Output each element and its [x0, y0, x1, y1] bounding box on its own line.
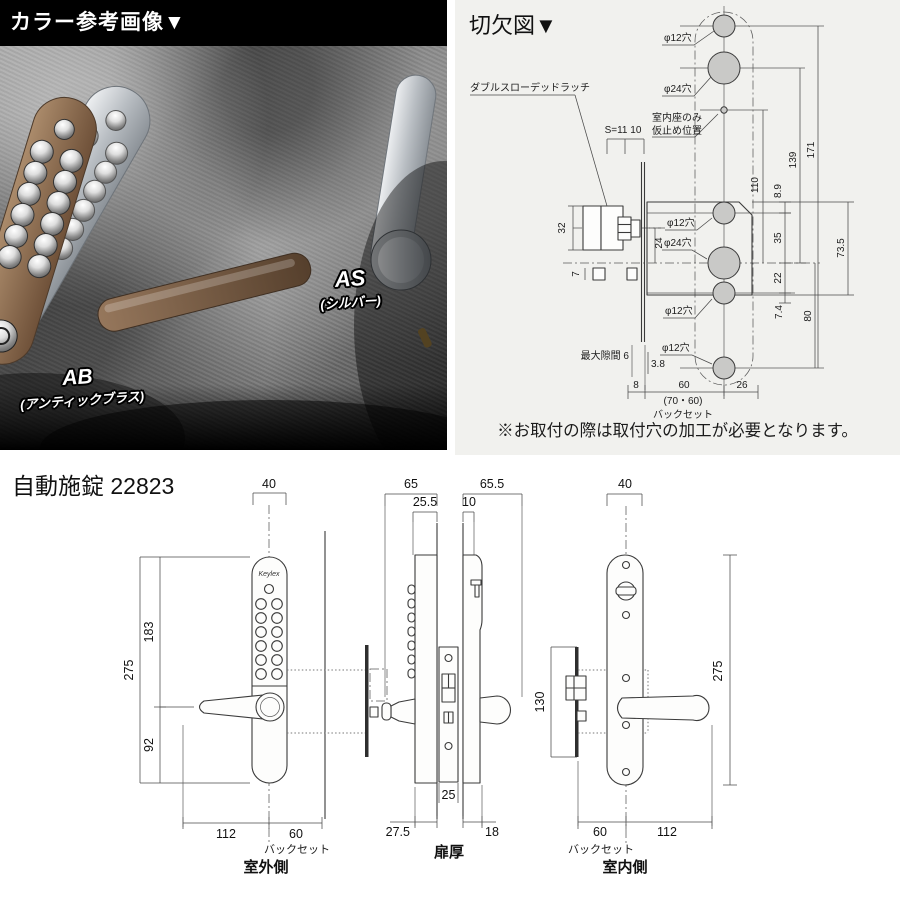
bronze-lever	[97, 252, 312, 332]
mounting-holes	[707, 14, 741, 380]
dim-26: 26	[736, 380, 748, 391]
door-edge	[631, 162, 646, 390]
temp-position-line2: 仮止め位置	[652, 124, 702, 137]
cutout-centerlines	[563, 6, 824, 396]
thk-dim-130: 130	[533, 692, 547, 713]
keylex-logo: Keylex	[258, 571, 280, 578]
color-reference-banner: カラー参考画像▼	[0, 0, 447, 46]
dim-35: 35	[773, 232, 784, 244]
latch-faceplate-front	[438, 646, 459, 783]
interior-lever-side	[479, 695, 511, 725]
thk-dim-65-5: 65.5	[480, 477, 504, 491]
dim-110: 110	[750, 177, 761, 193]
int-dim-40: 40	[618, 477, 632, 491]
cutout-diagram: ダブルスローデッドラッチ S=11 10 室内座のみ 仮止め位置 φ12穴 φ2…	[470, 6, 854, 421]
ext-dim-183: 183	[142, 622, 156, 643]
dim-8: 8	[633, 380, 639, 391]
dim-24: 24	[654, 237, 665, 249]
hole12-mid-label: φ12穴	[667, 216, 695, 229]
hole12-top-label: φ12穴	[664, 31, 692, 44]
dim-171: 171	[806, 141, 817, 158]
dim-32: 32	[557, 222, 568, 234]
dim-7-4: 7.4	[774, 305, 785, 319]
leader-lines	[470, 30, 719, 365]
ext-dim-40: 40	[262, 477, 276, 491]
plate-footprint-outline	[694, 11, 754, 386]
ext-dim-275: 275	[122, 660, 136, 681]
thk-dim-18: 18	[485, 825, 499, 839]
hole12-low-label: φ12穴	[665, 304, 693, 317]
thk-dim-25-5: 25.5	[413, 495, 437, 509]
backset-label: バックセット	[653, 409, 713, 421]
thickness-view: 65 65.5 25.5 10 25 27.5 18 130 扉厚	[381, 477, 577, 861]
interior-latch-detail	[565, 675, 587, 722]
int-backset-label: バックセット	[568, 843, 634, 856]
ext-dim-60: 60	[289, 827, 303, 841]
cutout-title: 切欠図▼	[469, 13, 557, 38]
interior-case-side	[462, 554, 483, 784]
int-dim-60: 60	[593, 825, 607, 839]
dim-139: 139	[788, 151, 799, 168]
hole24-mid-label: φ24穴	[664, 236, 692, 249]
latch-callout: ダブルスローデッドラッチ	[470, 81, 590, 94]
dim-7: 7	[571, 271, 582, 277]
dimension-lines	[568, 26, 854, 399]
dim-8-9: 8.9	[773, 184, 784, 198]
exterior-lever	[198, 694, 264, 720]
thk-dim-65: 65	[404, 477, 418, 491]
int-dim-112: 112	[657, 825, 677, 839]
temp-position-line1: 室内座のみ	[652, 111, 702, 124]
product-photo: AS (シルバー) AB (アンティックブラス)	[0, 46, 447, 450]
ext-backset-label: バックセット	[264, 843, 330, 856]
interior-plate-details	[615, 560, 637, 777]
thk-caption: 扉厚	[433, 843, 464, 861]
latch-assembly	[582, 205, 641, 281]
bronze-lock-body	[0, 96, 97, 365]
dim-73-5: 73.5	[836, 238, 847, 258]
interior-lever	[616, 694, 710, 722]
lock-photo-art	[0, 74, 447, 450]
ext-dim-92: 92	[142, 738, 156, 752]
silver-knob	[370, 229, 432, 348]
photo-vignette	[0, 161, 447, 450]
ext-caption: 室外側	[243, 858, 288, 876]
model-title: 自動施錠 22823	[12, 473, 175, 499]
cutout-diagram-section: 切欠図▼	[455, 0, 900, 455]
dim-60: 60	[678, 380, 690, 391]
ext-dim-112: 112	[216, 827, 236, 841]
dim-3-8: 3.8	[651, 359, 665, 370]
exterior-view: 40 275 183 92 112 60 バックセット 室外側 Keylex	[122, 477, 388, 876]
hole12-bottom-label: φ12穴	[662, 341, 690, 354]
keypad-side-bumps	[407, 584, 416, 679]
int-dim-275: 275	[711, 661, 725, 682]
color-reference-section: カラー参考画像▼	[0, 0, 447, 450]
thk-dim-10: 10	[462, 495, 476, 509]
s-dimension: S=11 10	[605, 125, 642, 136]
dimension-drawings: 40 275 183 92 112 60 バックセット 室外側 Keylex	[122, 477, 737, 876]
hole24-top-label: φ24穴	[664, 82, 692, 95]
exterior-knob-side	[390, 698, 416, 725]
finish-label-ab-code: AB	[61, 364, 94, 391]
thk-dim-27-5: 27.5	[386, 825, 410, 839]
installation-note: ※お取付の際は取付穴の加工が必要となります。	[497, 422, 858, 440]
max-gap-label: 最大隙間 6	[581, 349, 630, 362]
dimension-drawings-section: 自動施錠 22823	[0, 455, 900, 900]
dim-80: 80	[803, 310, 814, 322]
exterior-keypad	[255, 598, 283, 680]
dim-22: 22	[773, 272, 784, 284]
thk-dim-25: 25	[442, 788, 456, 802]
int-caption: 室内側	[602, 858, 647, 876]
interior-view: 40 275 60 112 バックセット 室内側	[565, 477, 737, 876]
backset-values: (70・60)	[664, 396, 703, 407]
